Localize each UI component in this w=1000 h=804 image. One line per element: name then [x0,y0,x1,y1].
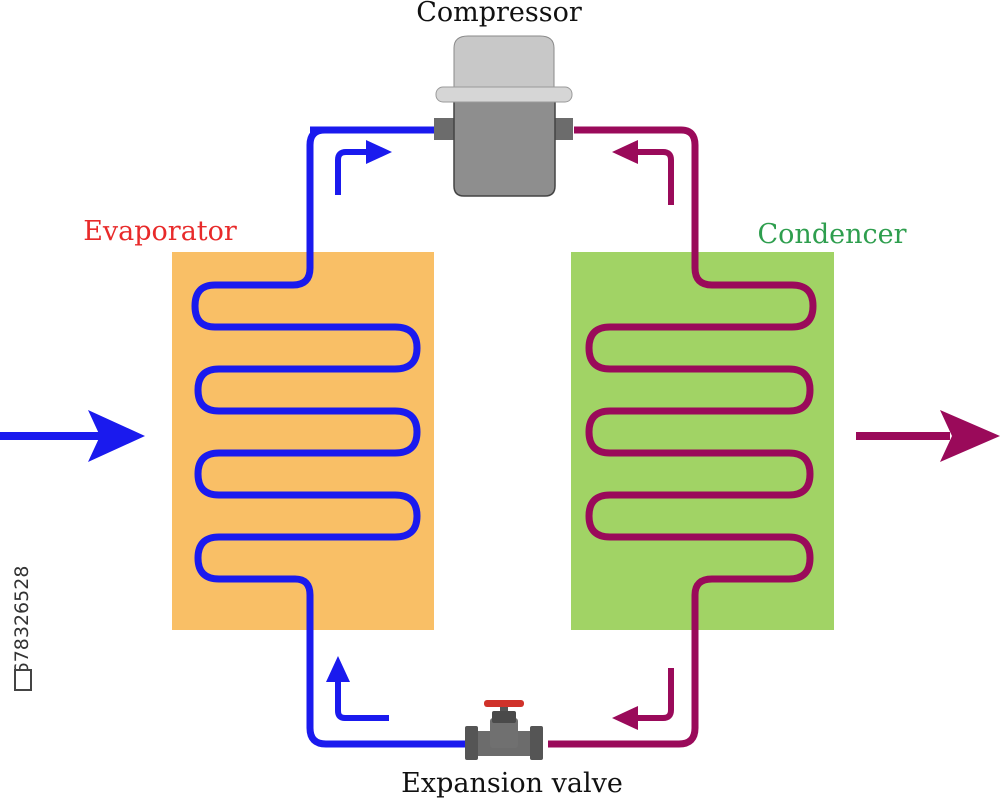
compressor [434,35,573,197]
expansion-valve-label: Expansion valve [401,768,623,799]
condenser-label: Condencer [758,219,907,250]
evaporator-label: Evaporator [83,216,237,247]
watermark-badge [14,669,32,691]
condenser-coil [548,126,817,748]
flow-arrow-liquid [612,668,674,730]
evaporator-panel [172,252,434,630]
flow-arrow-discharge [612,140,674,205]
watermark-id: 678326528 [11,566,33,675]
air-in-arrow [0,410,145,462]
flow-arrow-suction [335,140,392,195]
condenser-panel [571,252,834,630]
flow-arrow-return-up [326,656,389,721]
compressor-label: Compressor [416,0,582,28]
expansion-valve [465,700,543,760]
air-out-arrow [856,410,1000,462]
evaporator-coil [191,126,468,748]
